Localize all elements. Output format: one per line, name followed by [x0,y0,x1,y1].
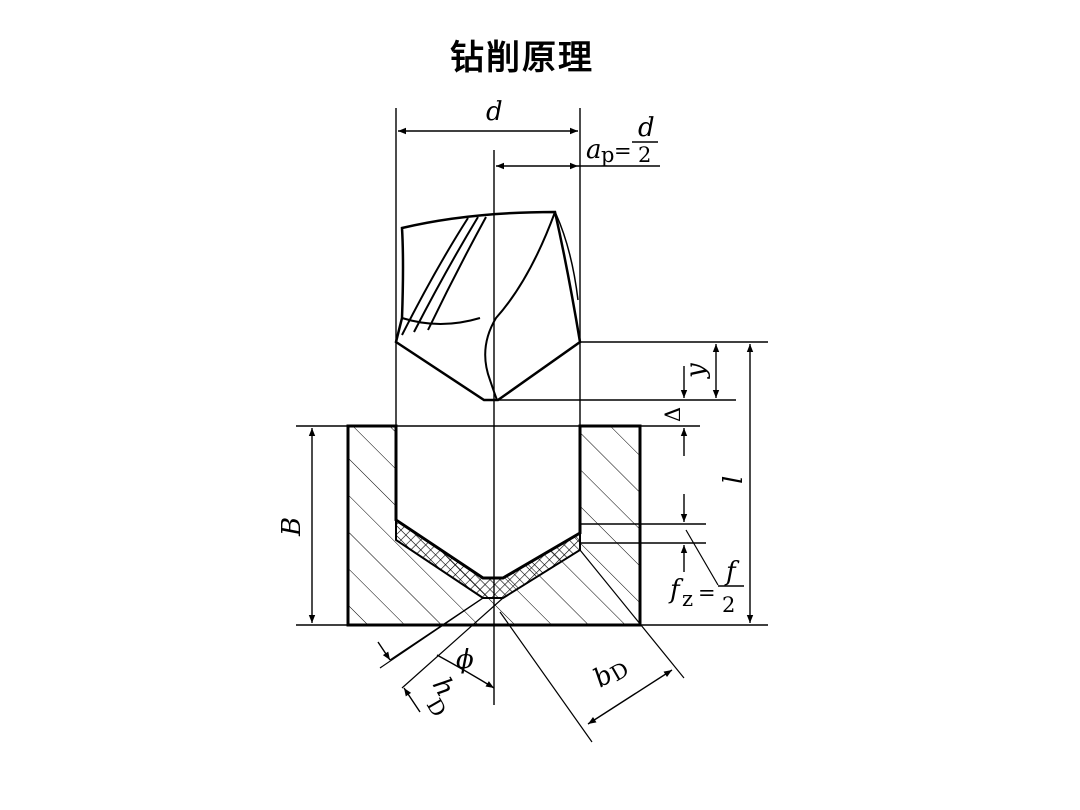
svg-text:=: = [614,139,632,163]
svg-text:D: D [422,695,451,722]
flute-line-2 [413,216,479,333]
svg-text:y: y [681,363,711,379]
drill-bit [394,210,582,402]
svg-text:d: d [486,97,503,127]
cutting-edge [401,317,481,325]
svg-text:f: f [724,557,740,587]
svg-text:l: l [719,476,749,484]
flute-curve [484,211,556,401]
dim-delta: Δ [661,366,688,456]
flute-line-3 [427,216,487,331]
dim-d: d [398,97,578,135]
dim-B: B [277,428,316,623]
dim-y: y [681,344,720,398]
dim-ap: a p = d 2 [496,113,660,170]
svg-text:Δ: Δ [661,407,685,422]
svg-text:2: 2 [722,593,735,617]
svg-text:d: d [638,113,655,143]
svg-text:p: p [601,143,614,167]
dim-l: l [719,344,754,623]
svg-text:2: 2 [638,143,651,167]
svg-text:a: a [586,135,602,165]
svg-text:=: = [698,581,716,605]
svg-text:ϕ: ϕ [456,645,474,675]
svg-text:B: B [277,517,307,537]
svg-text:z: z [682,587,693,611]
extension-lines [296,108,768,705]
lip [555,213,579,301]
page-title: 钻削原理 [450,38,594,78]
dim-fz: f z = f 2 [668,494,744,617]
